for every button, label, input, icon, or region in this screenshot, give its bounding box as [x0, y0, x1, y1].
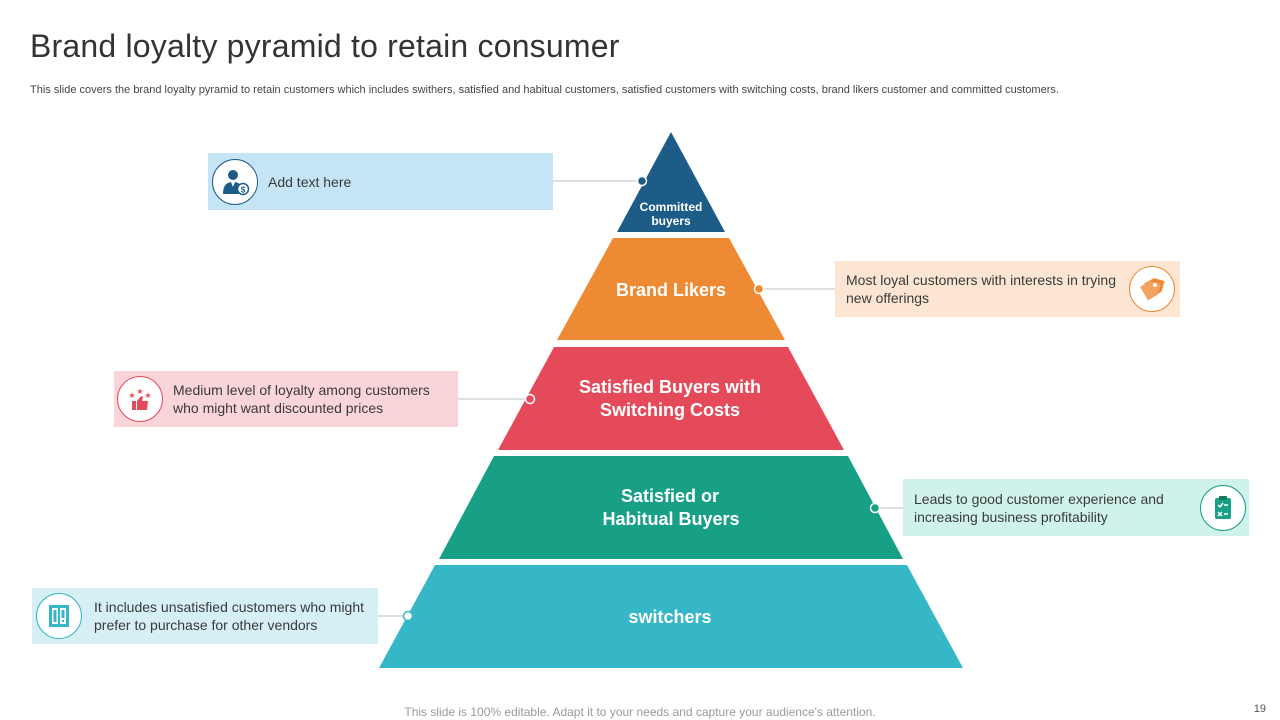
- tier-habitual: [439, 456, 903, 559]
- tier-label-brand-likers: Brand Likers: [616, 280, 726, 300]
- tier-brand-likers: [557, 238, 785, 340]
- businessman-dollar-icon: $: [212, 158, 258, 205]
- price-tag-icon: [1129, 266, 1175, 312]
- thumbs-up-stars-icon: ★ ★ ★: [117, 376, 163, 422]
- tier-satisfied-switching: [498, 347, 844, 450]
- tier-label-satisfied-switching-2: Switching Costs: [600, 400, 740, 420]
- callout-committed-text: Add text here: [268, 173, 352, 190]
- callout-satisfied-switching: ★ ★ ★ Medium level of loyalty among cust…: [114, 371, 458, 427]
- store-door-icon: [36, 593, 82, 639]
- slide-footer: This slide is 100% editable. Adapt it to…: [404, 705, 876, 719]
- svg-text:★: ★: [144, 391, 151, 400]
- callout-habitual-text: Leads to good customer experience and in…: [914, 490, 1164, 525]
- callout-switchers-text: It includes unsatisfied customers who mi…: [94, 599, 365, 633]
- clipboard-checklist-icon: [1200, 484, 1246, 531]
- page-number: 19: [1253, 703, 1266, 715]
- connector-dot-switchers: [402, 610, 414, 622]
- connector-dot-committed: [636, 175, 648, 187]
- tier-switchers: [379, 565, 963, 668]
- callout-committed-buyers: $ Add text here: [208, 153, 553, 210]
- callout-brand-likers: Most loyal customers with interests in t…: [835, 261, 1180, 317]
- callout-satisfied-switching-text: Medium level of loyalty among customers …: [173, 382, 430, 416]
- slide-subtitle: This slide covers the brand loyalty pyra…: [30, 84, 1059, 96]
- tier-label-habitual-2: Habitual Buyers: [602, 509, 739, 529]
- svg-text:★: ★: [128, 391, 135, 400]
- callout-switchers: It includes unsatisfied customers who mi…: [32, 588, 378, 644]
- tier-label-satisfied-switching-1: Satisfied Buyers with: [579, 377, 761, 397]
- connector-dot-brand-likers: [753, 283, 765, 295]
- tier-label-committed-1: Committed: [640, 200, 703, 214]
- svg-text:$: $: [241, 185, 246, 194]
- tier-committed: [617, 132, 725, 232]
- callout-habitual-buyers: Leads to good customer experience and in…: [903, 479, 1249, 536]
- tier-label-switchers: switchers: [628, 607, 711, 627]
- connector-dot-habitual: [869, 502, 881, 514]
- slide-title: Brand loyalty pyramid to retain consumer: [30, 28, 620, 64]
- svg-text:★: ★: [136, 387, 143, 396]
- tier-label-habitual-1: Satisfied or: [621, 486, 719, 506]
- callout-brand-likers-text: Most loyal customers with interests in t…: [846, 272, 1116, 306]
- connector-dot-satisfied-switching: [524, 393, 536, 405]
- tier-label-committed-2: buyers: [651, 214, 691, 228]
